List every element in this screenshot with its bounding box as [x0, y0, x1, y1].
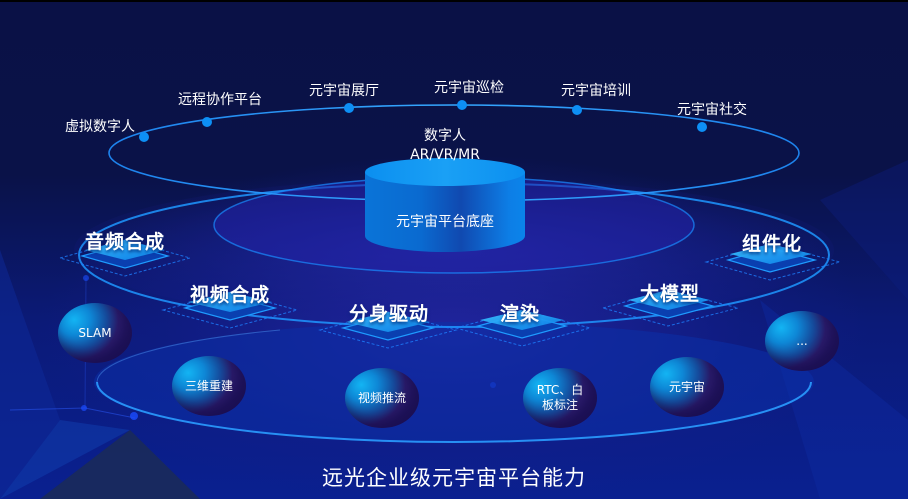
core-cylinder-top [365, 158, 525, 186]
app-label-remote-collaboration: 远程协作平台 [178, 92, 262, 108]
app-label-metaverse-exhibition: 元宇宙展厅 [309, 83, 379, 99]
tech-sphere-video-streaming: 视频推流 [345, 368, 419, 428]
tech-sphere-3d-reconstruction: 三维重建 [172, 356, 246, 416]
core-platform-label: 元宇宙平台底座 [396, 214, 494, 230]
capability-label-componentization: 组件化 [741, 233, 803, 255]
app-label-metaverse-inspection: 元宇宙巡检 [434, 80, 504, 96]
ring-dot-1 [139, 132, 149, 142]
top-border [0, 0, 908, 2]
tech-label-slam: SLAM [78, 325, 112, 340]
capability-label-audio-synthesis: 音频合成 [84, 231, 166, 253]
ring-dot-2 [202, 117, 212, 127]
capability-label-rendering: 渲染 [499, 303, 541, 325]
tile-componentization [704, 243, 841, 281]
tech-label-3d-reconstruction: 三维重建 [184, 378, 233, 393]
ring-dot-3 [344, 103, 354, 113]
ring-dot-6 [697, 122, 707, 132]
core-top-label-ar-vr-mr: AR/VR/MR [410, 147, 480, 163]
ring-dot-4 [457, 100, 467, 110]
tile-large-model [601, 289, 739, 327]
capability-label-video-synthesis: 视频合成 [189, 284, 271, 306]
tech-label-metaverse: 元宇宙 [668, 379, 705, 394]
tech-sphere-more: ... [765, 311, 839, 371]
app-label-metaverse-training: 元宇宙培训 [561, 83, 631, 99]
tech-sphere-rtc-whiteboard: RTC、白 板标注 [523, 368, 597, 428]
core-top-label-digital-human: 数字人 [424, 128, 466, 144]
capability-label-avatar-driving: 分身驱动 [348, 303, 430, 325]
tech-sphere-metaverse: 元宇宙 [650, 357, 724, 417]
app-label-virtual-human: 虚拟数字人 [65, 119, 135, 135]
tech-label-video-streaming: 视频推流 [357, 390, 406, 405]
diagram-title: 远光企业级元宇宙平台能力 [322, 466, 586, 490]
app-label-metaverse-social: 元宇宙社交 [677, 102, 747, 118]
ring-dot-5 [572, 105, 582, 115]
capability-label-large-model: 大模型 [639, 283, 701, 305]
tech-label-rtc-line1: RTC、白 [536, 383, 584, 397]
tile-video-synthesis [161, 291, 299, 329]
tile-audio-synthesis [58, 239, 192, 277]
tech-label-rtc-line2: 板标注 [541, 398, 578, 412]
tech-sphere-slam: SLAM [58, 303, 132, 363]
tile-avatar-driving [318, 311, 458, 349]
tile-rendering [454, 309, 592, 347]
tech-label-more: ... [796, 333, 808, 348]
